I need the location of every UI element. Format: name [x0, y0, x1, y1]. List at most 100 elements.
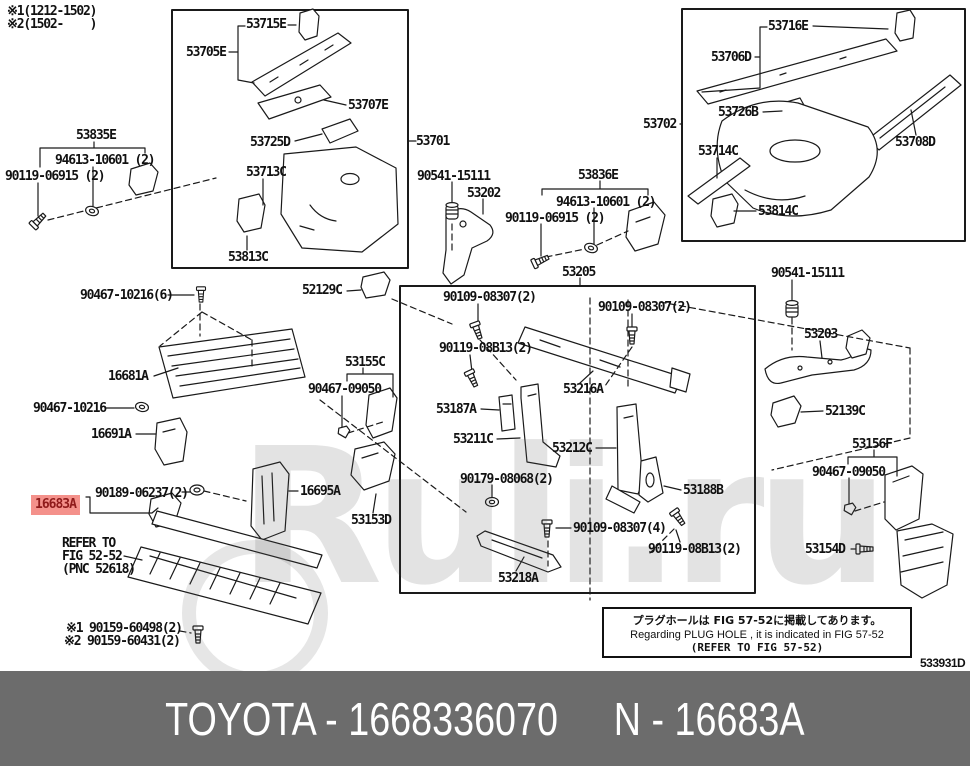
part-sketch-16695a: [250, 461, 290, 541]
part-label: 53835E: [76, 128, 117, 143]
part-sketch-53714c: [687, 157, 751, 205]
part-label: ※1 90159-60498(2): [66, 621, 183, 636]
part-label: 53701: [416, 134, 450, 149]
part-label: 53205: [562, 265, 596, 280]
part-sketch-53836e: [625, 201, 666, 252]
highlighted-part-label: 16683A: [31, 495, 80, 515]
part-label: 53202: [467, 186, 501, 201]
sheet-code: 533931D: [920, 656, 966, 670]
footer-part-code: N - 16683A: [613, 692, 805, 745]
part-label: 16691A: [91, 427, 132, 442]
part-label: ※2(1502- ): [7, 17, 97, 32]
part-label: 90119-08B13(2): [439, 341, 533, 356]
plug-hole-note-box: プラグホールは FIG 57-52に掲載してあります。 Regarding PL…: [602, 607, 912, 658]
part-sketch-53725d: [321, 118, 359, 144]
part-label: 90179-08068(2): [460, 472, 554, 487]
frame-boxes: [171, 8, 966, 594]
part-label: 53218A: [498, 571, 539, 586]
part-label: ※1(1212-1502): [7, 4, 97, 19]
part-label: (PNC 52618): [62, 562, 136, 577]
part-sketch-53188b: [638, 456, 664, 503]
part-label: 90467-09050: [308, 382, 382, 397]
part-label: 52129C: [302, 283, 343, 298]
part-label: 90109-08307(4): [573, 521, 667, 536]
part-sketch-53155c: [365, 387, 398, 439]
part-label: REFER TO: [62, 536, 116, 551]
part-label: FIG 52-52: [62, 549, 123, 564]
part-label: 90119-06915 (2): [505, 211, 606, 226]
part-sketch-52139c: [770, 395, 802, 428]
part-label: 90541-15111: [417, 169, 491, 184]
part-label: 53814C: [758, 204, 799, 219]
part-sketch-53218a: [476, 530, 562, 573]
leader-lines: [37, 24, 917, 572]
part-sketch-53153d: [350, 441, 396, 491]
part-label: 16695A: [300, 484, 341, 499]
part-sketch-53154d: [896, 523, 954, 599]
part-label: 53725D: [250, 135, 291, 150]
part-label: 53705E: [186, 45, 227, 60]
part-label: 53702: [643, 117, 677, 132]
alignment-dashed-lines: [47, 177, 911, 634]
part-sketch-53713c: [280, 146, 399, 253]
box-radiator-support: [399, 285, 756, 594]
part-label: 90467-09050: [812, 465, 886, 480]
part-label: 90467-10216: [33, 401, 107, 416]
note-line-japanese: プラグホールは FIG 57-52に掲載してあります。: [632, 614, 882, 627]
part-sketch-53211c: [520, 383, 561, 468]
part-sketch-53835e: [128, 162, 159, 196]
part-sketch-53716e: [894, 9, 916, 42]
part-label: 53813C: [228, 250, 269, 265]
part-label: 53713C: [246, 165, 287, 180]
part-sketch-cover-upper: [151, 510, 323, 569]
part-label: 16681A: [108, 369, 149, 384]
note-line-english: Regarding PLUG HOLE , it is indicated in…: [630, 629, 884, 641]
part-label: 90119-08B13(2): [648, 542, 742, 557]
part-label: 53726B: [718, 105, 759, 120]
part-label: 53212C: [552, 441, 593, 456]
part-label: 90109-08307(2): [443, 290, 537, 305]
part-label: 90189-06237(2): [95, 486, 189, 501]
part-sketch-53813c: [236, 193, 266, 233]
note-line-refer: (REFER TO FIG 57-52): [690, 641, 824, 654]
part-label: 52139C: [825, 404, 866, 419]
part-sketch-53814c: [710, 193, 739, 228]
part-label: 90119-06915 (2): [5, 169, 106, 184]
part-label: 53154D: [805, 542, 846, 557]
part-label: 90541-15111: [771, 266, 845, 281]
part-label: 53836E: [578, 168, 619, 183]
part-label: 53216A: [563, 382, 604, 397]
part-label: 53153D: [351, 513, 392, 528]
part-label: 53155C: [345, 355, 386, 370]
part-shapes: [127, 8, 962, 625]
part-label: 94613-10601 (2): [556, 195, 657, 210]
part-label: 53716E: [768, 19, 809, 34]
footer-part-number: TOYOTA - 1668336070: [165, 692, 559, 745]
part-label: 53188B: [683, 483, 724, 498]
part-sketch-16691a: [154, 417, 188, 466]
part-label: 53715E: [246, 17, 287, 32]
footer-row: TOYOTA - 1668336070 N - 16683A: [165, 692, 804, 746]
part-sketch-53203: [764, 346, 872, 385]
part-sketch-53706d: [696, 38, 898, 105]
part-label: 53714C: [698, 144, 739, 159]
part-label: 53706D: [711, 50, 752, 65]
part-sketch-53715e: [298, 8, 320, 41]
box-fender-apron-rh: [681, 8, 966, 242]
box-fender-apron-lh: [171, 9, 409, 269]
part-label: 94613-10601 (2): [55, 153, 156, 168]
part-label: 53707E: [348, 98, 389, 113]
part-label: 90467-10216(6): [80, 288, 174, 303]
part-label: ※2 90159-60431(2): [64, 634, 181, 649]
part-label: 53156F: [852, 437, 893, 452]
part-label: 53708D: [895, 135, 936, 150]
part-label: 53203: [804, 327, 838, 342]
part-sketch-16681a: [158, 328, 306, 399]
part-sketch-52129c: [360, 271, 391, 299]
part-sketch-53707e: [257, 84, 332, 120]
part-label: 53211C: [453, 432, 494, 447]
part-label: 53187A: [436, 402, 477, 417]
